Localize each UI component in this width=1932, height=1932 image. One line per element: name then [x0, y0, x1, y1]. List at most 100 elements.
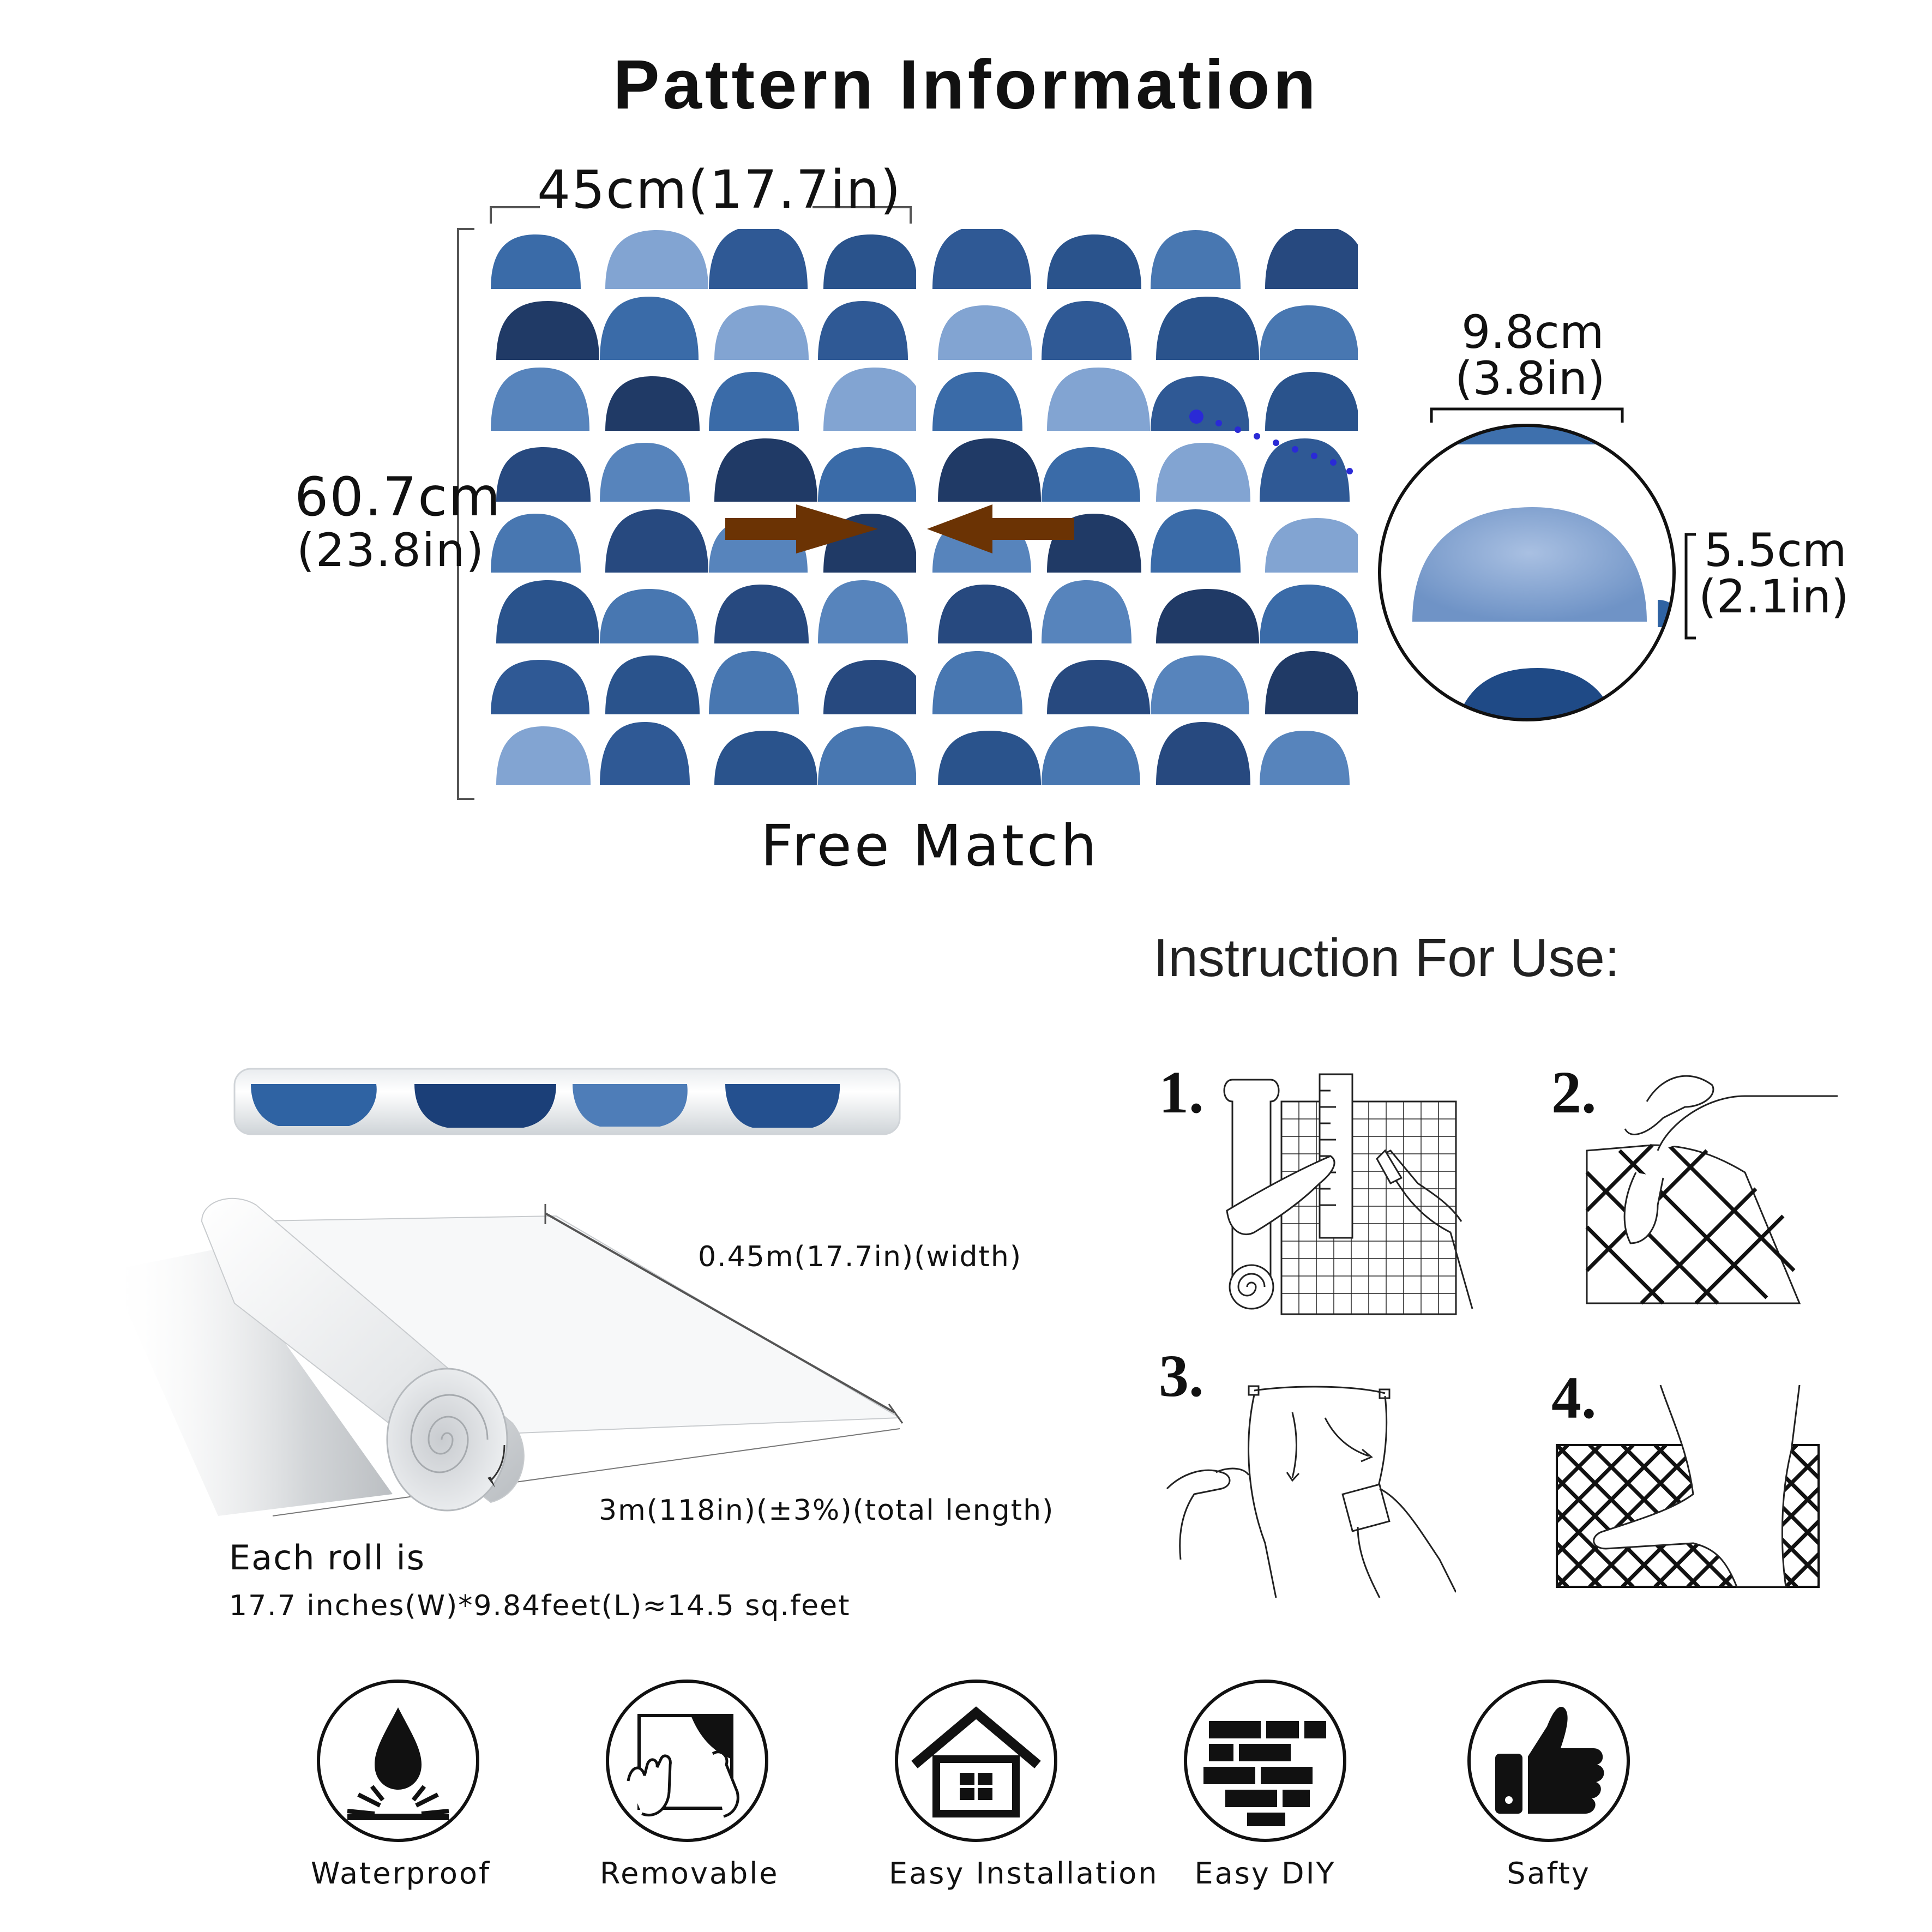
feature-safety: Safty [1461, 1680, 1636, 1891]
rolled-wallpaper [233, 1068, 901, 1135]
half-circle-shape [709, 229, 808, 289]
half-circle-shape [938, 585, 1032, 643]
match-arrows [725, 504, 1074, 553]
half-circle-shape [1042, 301, 1131, 360]
detail-height-cm: 5.5cm [1704, 523, 1847, 577]
half-circle-shape [491, 514, 581, 573]
half-circle-shape [938, 305, 1032, 360]
roll-length-label: 3m(118in)(±3%)(total length) [599, 1494, 1055, 1527]
free-match-label: Free Match [761, 812, 1100, 879]
half-circle-shape [1156, 589, 1259, 643]
half-circle-shape [714, 438, 817, 502]
half-circle-shape [709, 651, 799, 714]
arrow-right-icon [725, 504, 878, 553]
half-circle-shape [1260, 305, 1358, 360]
half-circle-shape [823, 660, 916, 714]
half-circle-shape [1156, 443, 1250, 502]
arrow-left-icon [927, 504, 1074, 553]
half-circle-shape [714, 731, 817, 785]
roll-spec-label: 17.7 inches(W)*9.84feet(L)≈14.5 sq.feet [229, 1590, 851, 1622]
half-circle-shape [1042, 726, 1140, 785]
roll-width-label: 0.45m(17.7in)(width) [698, 1241, 1022, 1273]
house-icon [911, 1706, 1041, 1817]
half-circle-shape [1151, 655, 1249, 714]
step-2-number: 2. [1551, 1059, 1597, 1126]
half-circle-shape [823, 234, 916, 289]
water-drop-icon [347, 1707, 449, 1820]
page-title: Pattern Information [613, 46, 1319, 124]
detail-width-bracket [1430, 407, 1624, 423]
zoom-connector [1189, 410, 1353, 474]
half-circle-shape [1047, 660, 1150, 714]
pattern-height-in: (23.8in) [297, 523, 485, 577]
half-circle-shape [932, 651, 1022, 714]
half-circle-shape [938, 731, 1041, 785]
detail-width-cm: 9.8cm [1461, 305, 1604, 359]
step-4-finish-illustration [1556, 1385, 1820, 1588]
half-circle-shape [1151, 376, 1249, 431]
step-4-number: 4. [1551, 1364, 1597, 1431]
half-circle-shape [1151, 230, 1241, 289]
half-circle-shape [605, 655, 700, 714]
half-circle-shape [932, 229, 1031, 289]
half-circle-shape [1265, 372, 1358, 431]
half-circle-shape [1042, 580, 1131, 643]
feature-easy-installation: Easy Installation [889, 1680, 1159, 1891]
peel-hand-icon [627, 1714, 739, 1818]
half-circle-shape [1265, 518, 1358, 573]
half-circle-shape [818, 301, 908, 360]
pattern-width-label: 45cm(17.7in) [537, 159, 902, 220]
half-circle-shape [938, 438, 1041, 502]
half-circle-shape [496, 580, 599, 643]
half-circle-shape [714, 585, 809, 643]
feature-easy-diy-label: Easy DIY [1194, 1856, 1336, 1891]
step-2-peel-illustration [1585, 1075, 1838, 1305]
feature-waterproof: Waterproof [311, 1680, 491, 1891]
pattern-width-bracket [490, 206, 912, 224]
half-circle-shape [714, 305, 809, 360]
half-circle-shape [600, 443, 690, 502]
half-circle-shape [1260, 438, 1350, 502]
half-circle-shape [1156, 722, 1250, 785]
half-circle-shape [491, 368, 589, 431]
half-circle-shape [1260, 731, 1350, 785]
feature-safety-label: Safty [1507, 1856, 1591, 1891]
half-circle-shape [1265, 651, 1358, 714]
pattern-height-cm: 60.7cm [294, 466, 502, 528]
half-circle-shape [818, 447, 916, 502]
half-circle-shape [1265, 229, 1358, 289]
half-circle-shape [491, 660, 589, 714]
half-circle-shape [496, 301, 599, 360]
half-circle-shape [496, 726, 591, 785]
half-circle-shape [1047, 234, 1141, 289]
half-circle-shape [1156, 297, 1259, 360]
half-circle-shape [709, 372, 799, 431]
half-circle-shape [818, 580, 908, 643]
step-3-number: 3. [1159, 1343, 1204, 1409]
feature-easy-installation-label: Easy Installation [889, 1856, 1159, 1891]
half-circle-shape [600, 589, 699, 643]
feature-removable-label: Removable [600, 1856, 779, 1891]
brick-wall-icon [1203, 1721, 1326, 1826]
detail-zoom-circle [1378, 424, 1676, 721]
half-circle-shape [491, 234, 581, 289]
roll-dimension-illustration [109, 1197, 904, 1516]
detail-height-in: (2.1in) [1699, 570, 1849, 623]
half-circle-shape [605, 230, 708, 289]
half-circle-shape [1042, 447, 1140, 502]
half-circle-shape [932, 372, 1022, 431]
roll-each-label: Each roll is [229, 1538, 426, 1578]
feature-waterproof-label: Waterproof [311, 1856, 491, 1891]
half-circle-shape [600, 297, 699, 360]
half-circle-shape [1151, 509, 1241, 573]
half-circle-shape [823, 368, 916, 431]
half-circle-shape [1047, 368, 1150, 431]
step-1-number: 1. [1159, 1059, 1204, 1126]
feature-easy-diy: Easy DIY [1178, 1680, 1352, 1891]
half-circle-shape [600, 722, 690, 785]
step-1-cut-illustration [1223, 1073, 1473, 1315]
half-circle-shape [605, 376, 700, 431]
pattern-height-bracket [457, 228, 474, 800]
feature-removable: Removable [600, 1680, 779, 1891]
pattern-panel-left [491, 229, 916, 785]
